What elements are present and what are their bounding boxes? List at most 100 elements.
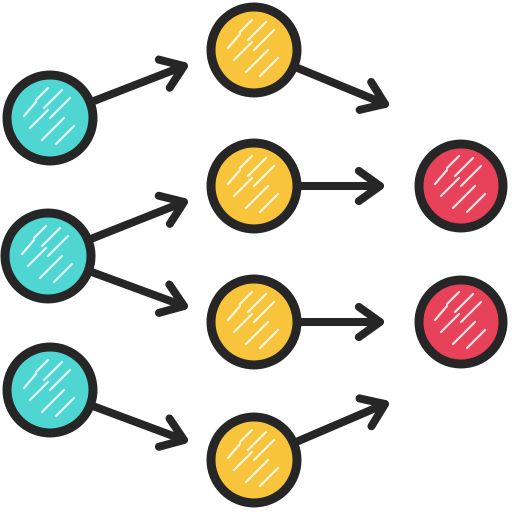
output-1-node [414, 139, 508, 233]
hatch-stroke [459, 164, 483, 188]
hatch-stroke [258, 328, 280, 350]
hatch-stroke [232, 40, 254, 62]
hatch-stroke [439, 312, 461, 334]
hatch-stroke [52, 262, 74, 284]
arrow-head [354, 302, 384, 342]
hatch-stroke [244, 184, 270, 210]
node-outline [0, 208, 96, 304]
node-outline [206, 412, 302, 508]
hatch-stroke [42, 360, 64, 382]
hatch-stroke [226, 442, 242, 460]
hatch-stroke [54, 396, 76, 418]
arrow-head [355, 77, 389, 114]
node-outline [2, 70, 98, 166]
hatch-stroke [244, 320, 270, 346]
hatch-stroke [40, 226, 62, 248]
hatch-stroke [258, 466, 280, 488]
hatch-stroke [453, 292, 475, 314]
hatch-stroke [232, 312, 254, 334]
hatch-stroke [252, 164, 276, 188]
hatch-stroke [54, 124, 76, 146]
hatch-stroke [28, 108, 50, 130]
arrow-head [154, 280, 188, 317]
arrow-shaft [86, 267, 188, 310]
hatch-stroke [34, 358, 50, 374]
hatch-stroke [252, 438, 276, 462]
hatch-stroke [244, 48, 270, 74]
hatch-stroke [232, 450, 254, 472]
arrow-shaft [291, 400, 389, 447]
node-hatch [20, 224, 74, 284]
hidden-1-node [206, 2, 302, 98]
hatch-stroke [238, 154, 254, 170]
hatch-stroke [238, 290, 254, 306]
hatch-stroke [433, 168, 449, 186]
arrow-input-2-to-hidden-2 [85, 191, 188, 244]
node-hatch [433, 154, 487, 214]
node-hatch [22, 358, 76, 418]
hatch-stroke [439, 176, 461, 198]
node-outline [414, 139, 508, 233]
hatch-stroke [451, 184, 477, 210]
arrow-hidden-2-to-output-1 [295, 166, 384, 206]
hatch-stroke [465, 192, 487, 214]
hatch-stroke [48, 368, 72, 392]
hatch-stroke [433, 304, 449, 322]
arrow-head [154, 414, 188, 451]
hatch-stroke [28, 380, 50, 402]
input-1-node [2, 70, 98, 166]
arrow-head [154, 55, 188, 92]
hatch-stroke [38, 254, 64, 280]
node-outline [2, 342, 98, 438]
hatch-stroke [246, 430, 268, 452]
input-2-node [0, 208, 96, 304]
hatch-stroke [238, 18, 254, 34]
hatch-stroke [226, 32, 242, 50]
output-2-node [414, 275, 508, 369]
node-hatch [433, 290, 487, 350]
hatch-stroke [246, 20, 268, 42]
node-hatch [226, 154, 280, 214]
node-outline [206, 138, 302, 234]
arrow-shaft [88, 401, 188, 444]
hatch-stroke [451, 320, 477, 346]
arrow-input-2-to-hidden-3 [86, 267, 188, 317]
hatch-stroke [22, 372, 38, 390]
hatch-stroke [258, 192, 280, 214]
arrow-head [354, 166, 384, 206]
hatch-stroke [453, 156, 475, 178]
hatch-stroke [34, 86, 50, 102]
node-outline [414, 275, 508, 369]
node-outline [206, 274, 302, 370]
hatch-stroke [40, 388, 66, 414]
hatch-stroke [459, 300, 483, 324]
arrow-head [154, 191, 188, 228]
hatch-stroke [258, 56, 280, 78]
hatch-stroke [226, 168, 242, 186]
node-hatch [22, 86, 76, 146]
hatch-stroke [244, 458, 270, 484]
hatch-stroke [246, 156, 268, 178]
hatch-stroke [48, 96, 72, 120]
hatch-stroke [42, 88, 64, 110]
hatch-stroke [445, 290, 461, 306]
hidden-2-node [206, 138, 302, 234]
hidden-3-node [206, 274, 302, 370]
hatch-stroke [20, 238, 36, 256]
arrow-shaft [87, 62, 188, 106]
arrow-head [355, 394, 389, 431]
hatch-stroke [226, 304, 242, 322]
node-hatch [226, 290, 280, 350]
arrow-hidden-4-to-output-3 [291, 394, 389, 447]
hatch-stroke [40, 116, 66, 142]
hatch-stroke [238, 428, 254, 444]
arrow-shaft [291, 63, 389, 108]
input-3-node [2, 342, 98, 438]
hatch-stroke [465, 328, 487, 350]
hatch-stroke [232, 176, 254, 198]
arrow-shaft [85, 198, 188, 244]
node-hatch [226, 18, 280, 78]
arrow-input-1-to-hidden-1 [87, 55, 188, 106]
